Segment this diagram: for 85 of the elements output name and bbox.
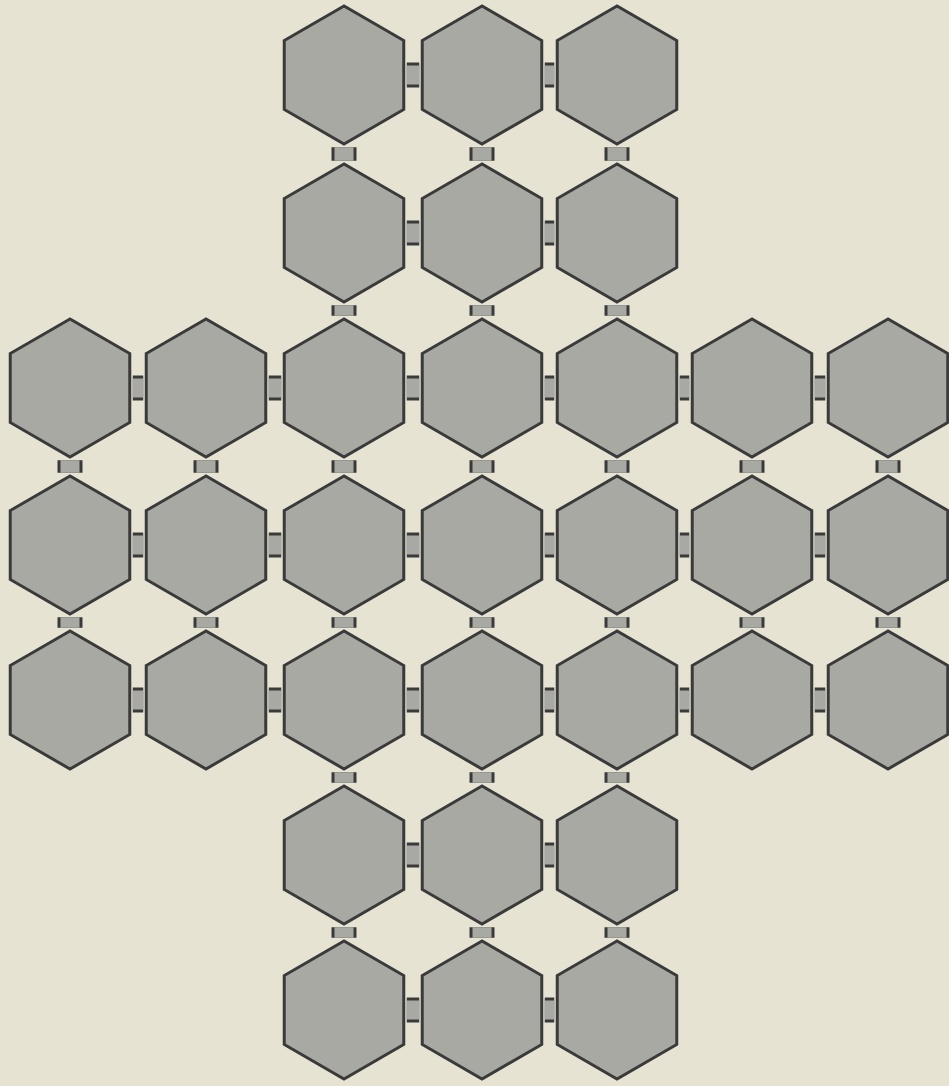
hexagon <box>555 317 679 459</box>
bridge <box>132 532 144 558</box>
bridge <box>544 842 555 868</box>
hexagon <box>282 162 406 304</box>
hexagon <box>420 474 544 616</box>
hexagon <box>826 317 949 459</box>
bridge <box>544 375 555 401</box>
bridge <box>814 532 826 558</box>
hexagon <box>282 784 406 926</box>
hexagon <box>8 474 132 616</box>
bridge <box>331 617 357 628</box>
bridge <box>331 927 357 938</box>
bridge <box>544 62 555 88</box>
hexagon <box>690 317 814 459</box>
bridge <box>604 147 630 161</box>
hexagon <box>420 939 544 1081</box>
bridge <box>132 375 144 401</box>
hexagon <box>555 4 679 146</box>
bridge <box>268 687 282 713</box>
bridge <box>679 375 690 401</box>
hexagon <box>8 317 132 459</box>
hexagon <box>826 474 949 616</box>
hexagon <box>282 474 406 616</box>
bridge <box>331 460 357 473</box>
hexagon <box>144 317 268 459</box>
bridge <box>604 305 630 316</box>
bridge <box>406 842 420 868</box>
bridge <box>469 305 495 316</box>
hexagon <box>555 784 679 926</box>
hexagon <box>282 629 406 771</box>
bridge <box>544 997 555 1023</box>
bridge <box>406 997 420 1023</box>
bridge <box>268 532 282 558</box>
bridge <box>604 927 630 938</box>
hexagon <box>282 939 406 1081</box>
bridge <box>193 617 219 628</box>
bridge <box>406 62 420 88</box>
bridge <box>57 460 83 473</box>
bridge <box>739 460 765 473</box>
bridge <box>406 687 420 713</box>
bridge <box>469 460 495 473</box>
bridge <box>193 460 219 473</box>
bridge <box>739 617 765 628</box>
hexagon <box>690 629 814 771</box>
hexagon <box>8 629 132 771</box>
bridge <box>679 687 690 713</box>
bridge <box>331 772 357 783</box>
bridge <box>875 460 901 473</box>
bridge <box>469 147 495 161</box>
hexagon <box>420 629 544 771</box>
bridge <box>132 687 144 713</box>
bridge <box>814 375 826 401</box>
bridge <box>604 772 630 783</box>
bridge <box>469 772 495 783</box>
hexagon <box>282 317 406 459</box>
bridge <box>544 220 555 246</box>
bridge <box>679 532 690 558</box>
bridge <box>544 687 555 713</box>
bridge <box>406 375 420 401</box>
hexagon <box>555 474 679 616</box>
hexagon <box>420 784 544 926</box>
bridge <box>57 617 83 628</box>
hexagon <box>420 162 544 304</box>
bridge <box>604 617 630 628</box>
bridge <box>406 532 420 558</box>
bridge <box>331 147 357 161</box>
bridge <box>406 220 420 246</box>
hexagon <box>282 4 406 146</box>
bridge <box>268 375 282 401</box>
hexagon <box>690 474 814 616</box>
hexagon <box>826 629 949 771</box>
hexagon <box>555 939 679 1081</box>
bridge <box>875 617 901 628</box>
hexagon <box>555 162 679 304</box>
bridge <box>331 305 357 316</box>
bridge <box>544 532 555 558</box>
hexagon <box>420 4 544 146</box>
hexagon <box>144 474 268 616</box>
hexagon <box>555 629 679 771</box>
bridge <box>469 927 495 938</box>
bridge <box>469 617 495 628</box>
hexagon <box>144 629 268 771</box>
hexagon <box>420 317 544 459</box>
bridge <box>814 687 826 713</box>
bridge <box>604 460 630 473</box>
